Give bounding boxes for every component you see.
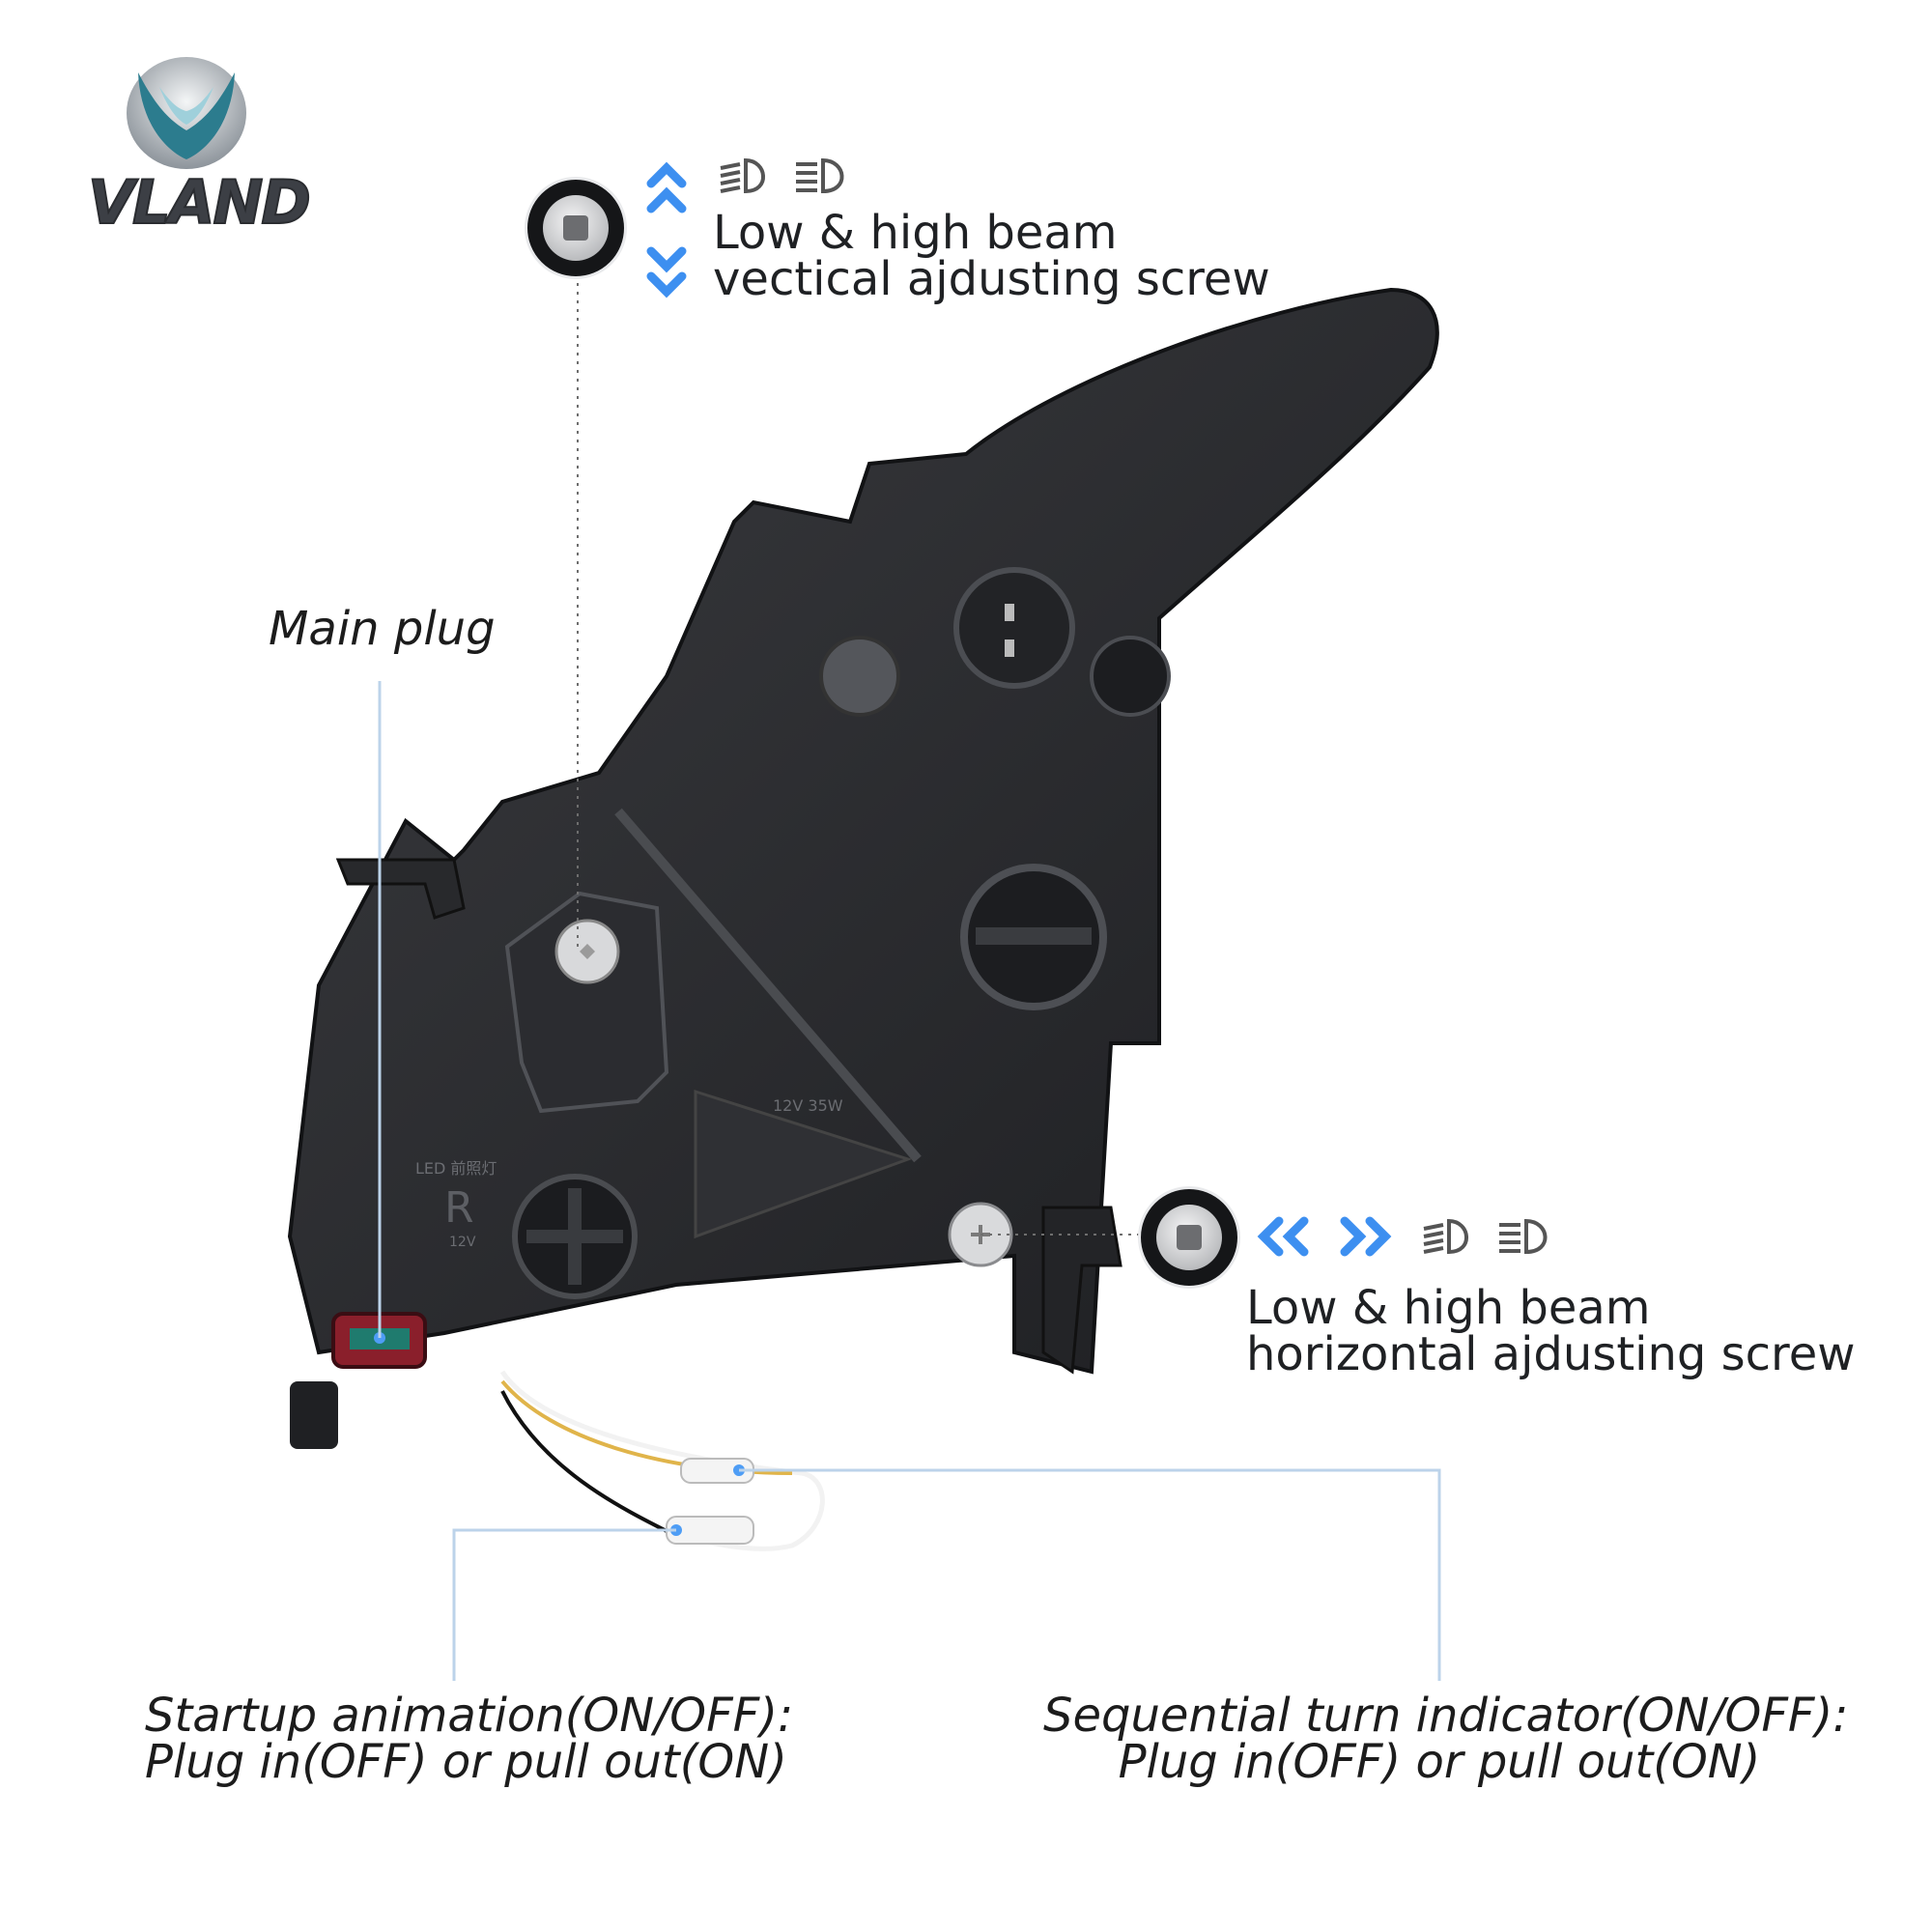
vertical-screw-subtitle: vectical ajdusting screw <box>713 252 1270 306</box>
phillips-icon <box>1177 1225 1202 1250</box>
brand-logo: VLAND <box>82 53 312 239</box>
left-right-arrows-icon <box>1257 1216 1392 1257</box>
vland-wings-logo <box>127 57 246 169</box>
horizontal-screw-closeup <box>1138 1186 1240 1289</box>
sequential-indicator-title: Sequential turn indicator(ON/OFF): <box>1043 1689 1849 1743</box>
startup-animation-title: Startup animation(ON/OFF): <box>145 1689 794 1743</box>
high-beam-icon <box>796 157 844 194</box>
horizontal-screw-subtitle: horizontal ajdusting screw <box>1246 1327 1856 1381</box>
low-beam-icon <box>1423 1218 1468 1255</box>
up-down-arrows-icon <box>646 161 687 298</box>
low-beam-icon <box>720 157 765 194</box>
phillips-icon <box>563 215 588 241</box>
main-plug-label: Main plug <box>269 602 496 656</box>
sequential-indicator-instruction: Plug in(OFF) or pull out(ON) <box>1118 1735 1761 1789</box>
side-mark: R <box>444 1183 474 1233</box>
startup-animation-instruction: Plug in(OFF) or pull out(ON) <box>145 1735 787 1789</box>
led-mark: LED 前照灯 <box>415 1159 497 1178</box>
volt-mark: 12V <box>449 1235 476 1250</box>
high-beam-icon <box>1499 1218 1548 1255</box>
horizontal-screw-title: Low & high beam <box>1246 1281 1651 1335</box>
brand-wordmark: VLAND <box>87 166 312 239</box>
vertical-screw-title: Low & high beam <box>713 206 1118 260</box>
wattage-mark: 12V 35W <box>773 1096 843 1115</box>
vertical-screw-closeup <box>525 177 627 279</box>
